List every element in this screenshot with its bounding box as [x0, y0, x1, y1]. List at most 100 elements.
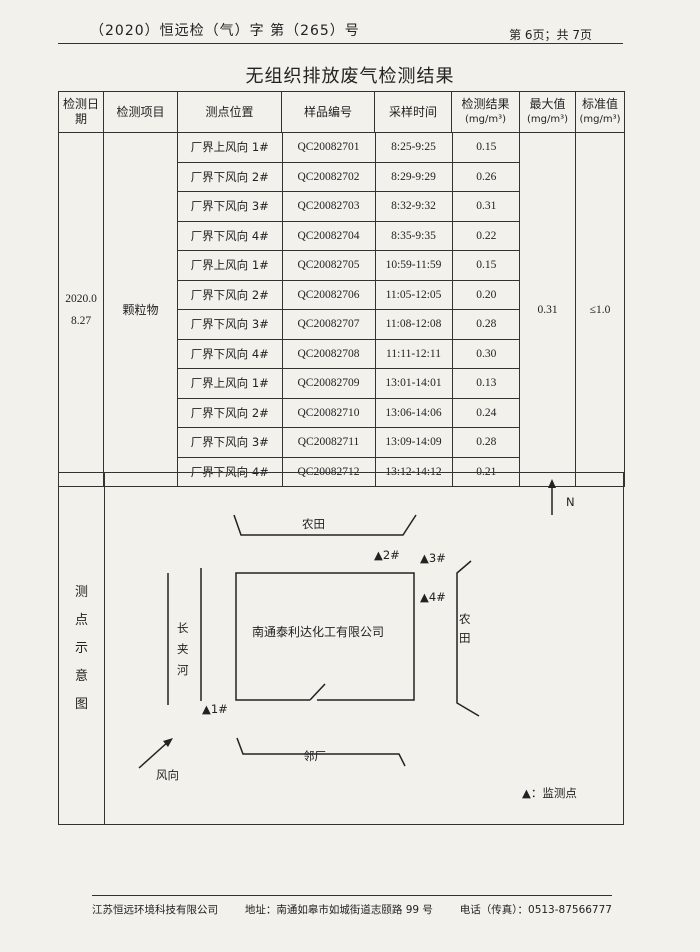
factory-gate — [309, 683, 326, 701]
header-result: 检测结果 (mg/m³) — [451, 91, 520, 133]
row-location: 厂界上风向 1# — [190, 140, 269, 155]
row-result: 0.13 — [451, 368, 520, 398]
row-time: 8:35-9:35 — [374, 220, 452, 251]
row-result: 0.21 — [451, 456, 520, 486]
row-location: 厂界上风向 1# — [178, 368, 282, 398]
row-location: 厂界下风向 3# — [178, 309, 282, 339]
row-time: 13:06-14:06 — [374, 397, 452, 428]
row-location: 厂界下风向 4# — [178, 220, 282, 251]
row-location: 厂界下风向 4# — [178, 338, 282, 369]
diagram-label-char: 图 — [74, 697, 88, 712]
header-std: 标准值 (mg/m³) — [575, 91, 625, 133]
header-max-unit: (mg/m³) — [526, 114, 568, 125]
header-location: 测点位置 — [177, 91, 282, 133]
farmland-right-boundary — [456, 560, 480, 717]
row-sample-id: QC20082712 — [281, 456, 375, 486]
header-sample-id: 样品编号 — [281, 91, 375, 133]
header-std-label: 标准值 — [581, 97, 618, 111]
river-char: 夹 — [177, 642, 189, 656]
header-result-label: 检测结果 — [461, 97, 510, 111]
row-time: 11:05-12:05 — [374, 279, 452, 310]
row-sample-id: QC20082703 — [281, 191, 375, 221]
row-time: 8:29-9:29 — [374, 161, 452, 192]
row-time: 11:11-12:11 — [374, 338, 452, 369]
row-sample-id: QC20082706 — [281, 279, 375, 310]
farmland-top-label: 农田 — [302, 517, 325, 531]
row-sample-id: QC20082705 — [281, 250, 375, 280]
monitoring-point-diagram: 测 点 示 意 图 N 农田 ▲2# ▲3# ▲4# — [58, 472, 624, 825]
item-cell: 颗粒物 — [103, 132, 178, 487]
header-item: 检测项目 — [103, 91, 178, 133]
row-result: 0.20 — [451, 279, 520, 310]
wind-arrowhead — [163, 738, 173, 747]
row-result: 0.26 — [451, 161, 520, 192]
monitoring-point-1: ▲1# — [202, 702, 228, 716]
row-time: 11:08-12:08 — [374, 309, 452, 339]
row-sample-id: QC20082707 — [281, 309, 375, 339]
row-result: 0.24 — [451, 397, 520, 428]
monitoring-point-3: ▲3# — [420, 551, 446, 565]
row-location: 厂界下风向 3# — [178, 427, 282, 457]
neighbor-label: 邻厂 — [303, 749, 326, 763]
row-location: 厂界下风向 2# — [178, 397, 282, 428]
company-label: 南通泰利达化工有限公司 — [252, 625, 385, 639]
diagram-label-char: 测 — [74, 585, 88, 600]
row-time: 13:01-14:01 — [374, 368, 452, 398]
results-table: 检测日期 检测项目 测点位置 样品编号 采样时间 检测结果 (mg/m³) 最大… — [58, 91, 625, 487]
farmland-right-char: 田 — [459, 631, 471, 645]
row-time: 10:59-11:59 — [374, 250, 452, 280]
row-sample-id: QC20082701 — [281, 133, 375, 162]
row-result: 0.15 — [451, 250, 520, 280]
monitoring-point-4: ▲4# — [420, 590, 446, 604]
north-arrowhead — [548, 479, 556, 488]
header-time: 采样时间 — [374, 91, 452, 133]
river-char: 长 — [177, 621, 189, 635]
diagram-drawing — [138, 479, 556, 769]
footer-company: 江苏恒远环境科技有限公司 — [92, 904, 218, 916]
monitoring-point-2: ▲2# — [374, 548, 400, 562]
row-sample-id: QC20082711 — [281, 427, 375, 457]
row-result: 0.30 — [451, 338, 520, 369]
header-max: 最大值 (mg/m³) — [519, 91, 576, 133]
row-location: 厂界下风向 3# — [178, 191, 282, 221]
farmland-top-boundary — [233, 514, 417, 536]
north-label: N — [566, 495, 575, 509]
row-location: 厂界下风向 4# — [178, 456, 282, 486]
row-location: 厂界下风向 2# — [178, 279, 282, 310]
row-result: 0.31 — [451, 191, 520, 221]
diagram-label-char: 示 — [74, 641, 88, 656]
footer-address: 地址：南通如皋市如城街道志颐路 99 号 — [244, 904, 433, 916]
header-divider — [58, 43, 623, 44]
header-date: 检测日期 — [58, 91, 104, 133]
wind-arrow — [138, 740, 170, 769]
footer-phone: 电话（传真）：0513-87566777 — [459, 904, 612, 916]
row-result: 0.28 — [451, 427, 520, 457]
footer: 江苏恒远环境科技有限公司 地址：南通如皋市如城街道志颐路 99 号 电话（传真）… — [92, 902, 612, 917]
header-result-unit: (mg/m³) — [464, 114, 506, 125]
row-location: 厂界下风向 2# — [178, 161, 282, 192]
footer-divider — [92, 895, 612, 896]
row-sample-id: QC20082708 — [281, 338, 375, 369]
river-char: 河 — [177, 663, 189, 677]
diagram-label-char: 意 — [74, 669, 88, 684]
row-sample-id: QC20082704 — [281, 220, 375, 251]
row-time: 8:25-9:25 — [374, 133, 452, 162]
header-std-unit: (mg/m³) — [579, 114, 621, 125]
farmland-right-char: 农 — [459, 612, 471, 626]
row-time: 13:12-14:12 — [374, 456, 452, 486]
row-result: 0.22 — [451, 220, 520, 251]
row-sample-id: QC20082710 — [281, 397, 375, 428]
